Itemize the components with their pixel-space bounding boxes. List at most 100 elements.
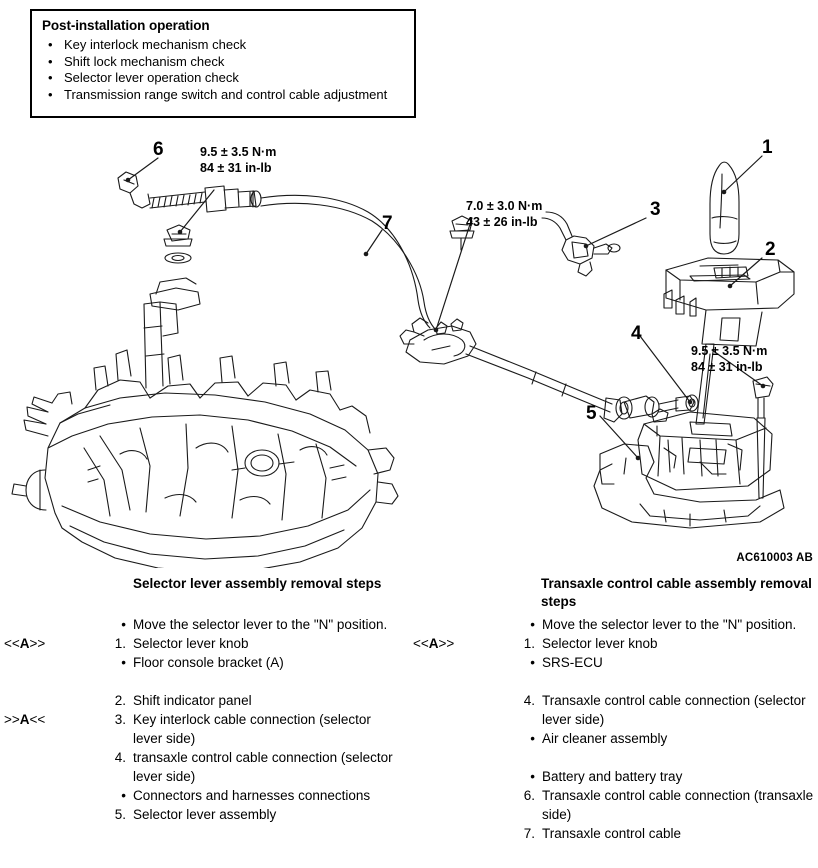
step-label: Selector lever assembly [133, 807, 277, 822]
selector-lever-knob [709, 161, 740, 255]
step-label: Move the selector lever to the "N" posit… [133, 617, 388, 632]
step-label: Move the selector lever to the "N" posit… [542, 617, 797, 632]
selector-lever-removal-steps-column: Selector lever assembly removal steps • M… [0, 575, 409, 868]
step-label: Floor console bracket (A) [133, 655, 284, 670]
step-row: 4. Transaxle control cable connection (se… [409, 691, 818, 729]
step-number: 6. [523, 788, 535, 803]
step-row: 2. Shift indicator panel [0, 691, 409, 710]
torque-middle-inlb: 43 ± 26 in-lb [466, 215, 538, 229]
bullet-icon: • [48, 86, 53, 102]
torque-left-nm: 9.5 ± 3.5 N·m [200, 145, 277, 159]
step-label: transaxle control cable connection (sele… [133, 750, 393, 784]
transaxle-cable-removal-steps-column: Transaxle control cable assembly removal… [409, 575, 818, 868]
step-number: 2. [114, 693, 126, 708]
right-steps-list: • Move the selector lever to the "N" posi… [409, 615, 818, 843]
step-reference-marker: <<A>> [4, 636, 46, 651]
step-label: Battery and battery tray [542, 769, 683, 784]
step-spacer [409, 672, 818, 691]
transaxle-housing-illustration [11, 277, 399, 568]
torque-left-inlb: 84 ± 31 in-lb [200, 161, 272, 175]
bullet-icon: • [48, 53, 53, 69]
bullet-icon: • [121, 617, 126, 632]
bullet-icon: • [48, 70, 53, 85]
torque-label-middle: 7.0 ± 3.0 N·m 43 ± 26 in-lb [466, 198, 542, 230]
transaxle-control-cable-connection-selector-lever-side [623, 394, 699, 419]
step-spacer [0, 672, 409, 691]
post-installation-operation-box: Post-installation operation • Key interlo… [30, 9, 416, 118]
step-reference-marker: >>A<< [4, 712, 46, 727]
post-installation-item-label: Selector lever operation check [64, 70, 239, 85]
torque-right-inlb: 84 ± 31 in-lb [691, 360, 763, 374]
step-row: • Floor console bracket (A) [0, 653, 409, 672]
shift-indicator-panel [663, 257, 795, 347]
torque-middle-nm: 7.0 ± 3.0 N·m [466, 199, 543, 213]
post-installation-item-label: Key interlock mechanism check [64, 37, 247, 52]
step-row: • Air cleaner assembly [409, 729, 818, 748]
step-row: • SRS-ECU [409, 653, 818, 672]
post-installation-list: • Key interlock mechanism check • Shift loc… [42, 37, 412, 103]
step-row: 4. transaxle control cable connection (se… [0, 748, 409, 786]
transaxle-control-cable-transaxle-side [117, 171, 425, 303]
figure-line-art [11, 155, 795, 568]
figure-reference-code: AC610003 AB [736, 552, 813, 564]
step-number: 3. [114, 712, 126, 727]
step-row: <<A>> 1. Selector lever knob [0, 634, 409, 653]
left-steps-list: • Move the selector lever to the "N" posi… [0, 615, 409, 824]
bullet-icon: • [48, 37, 53, 52]
step-label: Shift indicator panel [133, 693, 252, 708]
callout-3: 3 [650, 199, 661, 220]
bullet-icon: • [530, 617, 535, 632]
step-spacer [409, 748, 818, 767]
bullet-icon: • [530, 731, 535, 746]
step-number: 5. [114, 807, 126, 822]
step-number: 4. [114, 750, 126, 765]
callout-4: 4 [631, 323, 642, 344]
torque-label-left: 9.5 ± 3.5 N·m 84 ± 31 in-lb [200, 144, 276, 176]
exploded-view-figure: 6 7 3 1 2 4 5 9.5 ± 3.5 N·m 84 ± 31 in-l… [0, 118, 818, 568]
step-label: SRS-ECU [542, 655, 603, 670]
step-number: 4. [523, 693, 535, 708]
left-column-heading: Selector lever assembly removal steps [133, 576, 382, 591]
leader-dots [125, 177, 766, 461]
step-row: • Move the selector lever to the "N" posi… [0, 615, 409, 634]
bullet-icon: • [121, 788, 126, 803]
torque-right-nm: 9.5 ± 3.5 N·m [691, 344, 768, 358]
step-row: • Battery and battery tray [409, 767, 818, 786]
step-reference-marker: <<A>> [413, 636, 455, 651]
leader-lines [127, 155, 764, 459]
post-installation-item: • Shift lock mechanism check [42, 54, 412, 71]
callout-6: 6 [153, 139, 164, 160]
bullet-icon: • [530, 769, 535, 784]
callout-1: 1 [762, 137, 773, 158]
step-label: Air cleaner assembly [542, 731, 668, 746]
selector-lever-assembly [593, 343, 785, 529]
post-installation-item: •Transmission range switch and control c… [42, 87, 412, 104]
step-label: Transaxle control cable connection (sele… [542, 693, 806, 727]
callout-2: 2 [765, 239, 776, 260]
post-installation-item: • Key interlock mechanism check [42, 37, 412, 54]
step-row: • Connectors and harnesses connections [0, 786, 409, 805]
removal-steps-section: Selector lever assembly removal steps • M… [0, 575, 818, 868]
step-label: Selector lever knob [542, 636, 658, 651]
post-installation-title: Post-installation operation [42, 18, 210, 33]
step-number: 1. [114, 636, 126, 651]
step-row: 7. Transaxle control cable [409, 824, 818, 843]
step-label: Selector lever knob [133, 636, 249, 651]
bullet-icon: • [530, 655, 535, 670]
post-installation-item-label: Shift lock mechanism check [64, 53, 225, 69]
step-row: • Move the selector lever to the "N" posi… [409, 615, 818, 634]
step-label: Key interlock cable connection (selector… [133, 712, 371, 746]
bullet-icon: • [121, 655, 126, 670]
step-label: Transaxle control cable connection (tran… [542, 788, 814, 822]
right-column-heading: Transaxle control cable assembly removal… [541, 576, 812, 609]
key-interlock-cable [541, 211, 621, 277]
step-label: Connectors and harnesses connections [133, 788, 371, 803]
step-number: 7. [523, 826, 535, 841]
callout-5: 5 [586, 403, 597, 424]
post-installation-item: • Selector lever operation check [42, 70, 412, 87]
step-label: Transaxle control cable [542, 826, 682, 841]
step-row: 6. Transaxle control cable connection (tr… [409, 786, 818, 824]
step-number: 1. [523, 636, 535, 651]
step-row: <<A>> 1. Selector lever knob [409, 634, 818, 653]
